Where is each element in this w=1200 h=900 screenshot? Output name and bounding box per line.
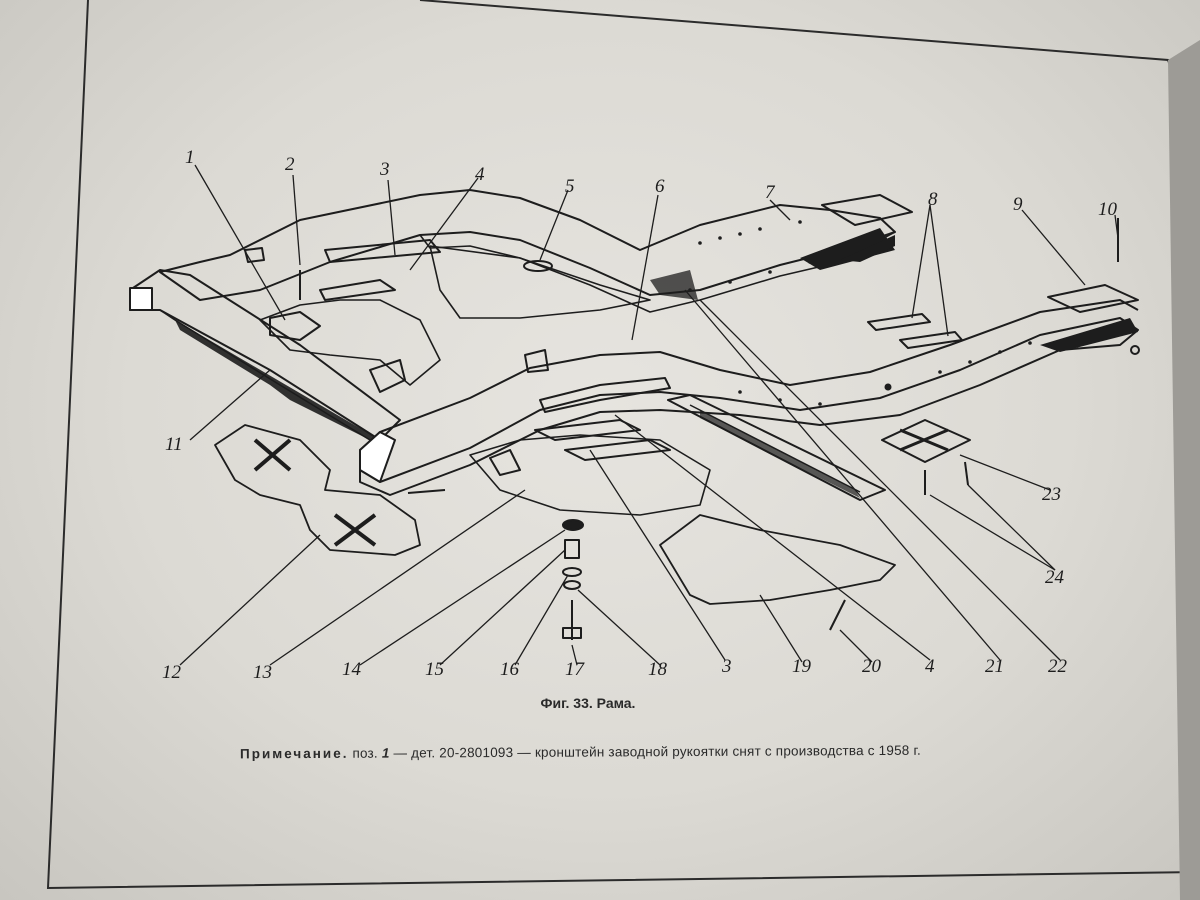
callout-9: 9	[1013, 194, 1023, 215]
callout-18: 18	[648, 659, 668, 680]
callout-7: 7	[765, 182, 776, 203]
rear-pad-left	[821, 194, 913, 226]
bolt-stack	[562, 519, 584, 640]
plate-23	[881, 419, 971, 463]
note-prefix: Примечание.	[239, 745, 349, 762]
leader-lines	[179, 164, 1119, 666]
callout-24: 24	[1045, 567, 1065, 588]
right-rail-rivets	[738, 341, 1032, 406]
left-rail-rivets	[688, 220, 812, 292]
callout-3-lower: 3	[721, 656, 732, 677]
callout-20: 20	[862, 656, 882, 677]
callout-15: 15	[425, 659, 444, 680]
callout-10: 10	[1098, 199, 1118, 220]
callout-22: 22	[1048, 656, 1068, 677]
rear-pad-right	[1047, 284, 1139, 313]
callout-5: 5	[565, 176, 575, 197]
note-pos-number: 1	[381, 745, 390, 761]
mudguard	[659, 514, 896, 605]
callout-4: 4	[475, 164, 485, 185]
frame-drawing	[129, 189, 1140, 640]
callout-14: 14	[342, 659, 362, 680]
callout-17: 17	[565, 659, 586, 680]
callout-2: 2	[285, 154, 295, 175]
callout-8: 8	[928, 189, 938, 210]
callout-11: 11	[165, 434, 183, 455]
callout-12: 12	[162, 662, 182, 683]
callout-21: 21	[985, 656, 1004, 677]
right-side-member	[359, 317, 1139, 496]
callout-16: 16	[500, 659, 520, 680]
spacer-plates	[867, 313, 963, 349]
right-rail-top	[359, 299, 1139, 451]
callout-1: 1	[185, 147, 195, 168]
figure-caption: Фиг. 33. Рама.	[540, 695, 636, 711]
callout-6: 6	[655, 176, 665, 197]
callout-3: 3	[379, 159, 390, 180]
callout-labels: 1 2 3 4 5 6 7 8 9 10 11 12 13 14 15 16 1…	[162, 147, 1118, 683]
note-text: — дет. 20-2801093 — кронштейн заводной р…	[393, 742, 921, 761]
callout-4-lower: 4	[925, 656, 935, 677]
rear-cross-member	[667, 394, 886, 501]
page-edge	[1168, 40, 1200, 900]
small-bolts	[299, 218, 1140, 631]
callout-13: 13	[253, 662, 272, 683]
note-pos: поз.	[352, 745, 378, 761]
middle-plate	[429, 245, 651, 319]
left-side-member	[159, 189, 896, 301]
front-brackets	[259, 299, 441, 386]
callout-19: 19	[792, 656, 812, 677]
skid-plate	[214, 424, 421, 556]
callout-23: 23	[1042, 484, 1061, 505]
